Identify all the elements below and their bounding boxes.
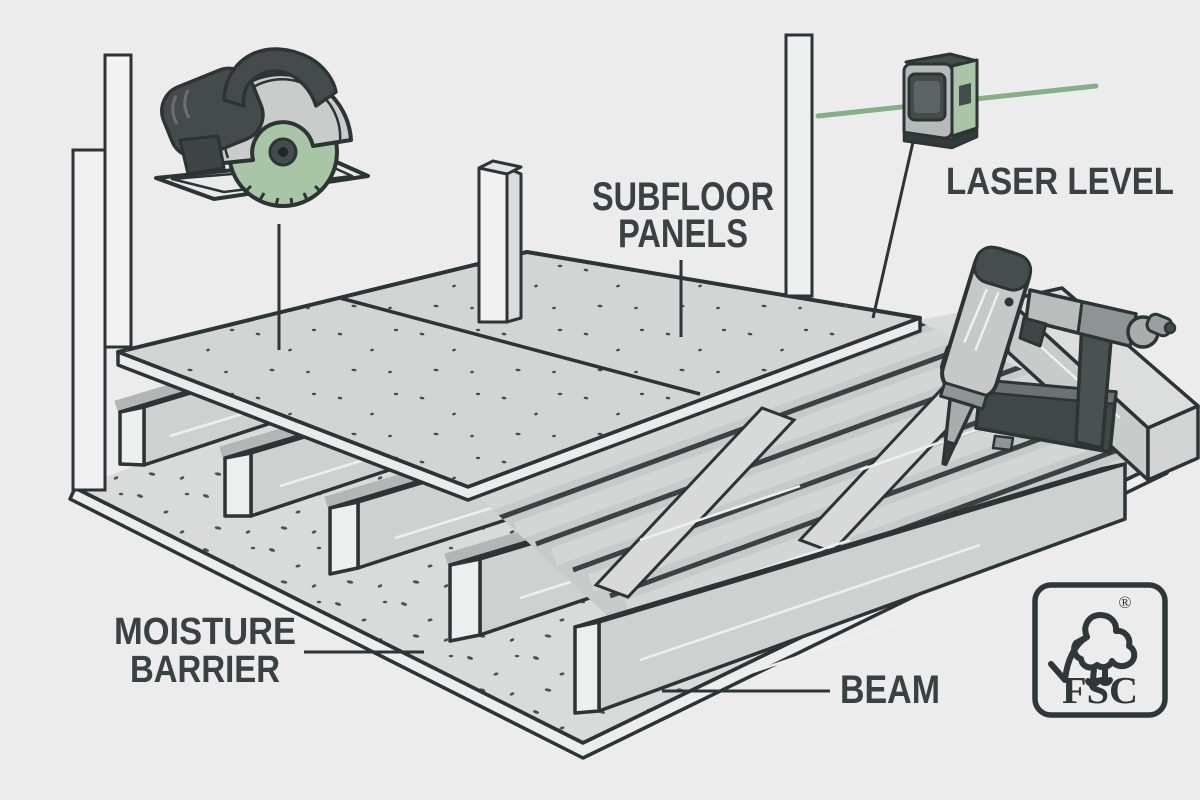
panel-seam xyxy=(339,296,701,396)
saw-blade-teeth xyxy=(244,184,322,206)
laser-level-base xyxy=(902,127,979,150)
label-laser-level: LASER LEVEL xyxy=(946,161,1174,203)
fsc-logo: ® FSC xyxy=(1032,582,1168,718)
circular-saw-icon xyxy=(154,47,370,208)
nailgun-trigger xyxy=(1018,316,1048,348)
fsc-logo-frame xyxy=(1032,582,1168,718)
fsc-tree-check-icon xyxy=(1048,612,1138,687)
label-moisture-barrier-line1: MOISTURE xyxy=(114,611,296,653)
label-moisture-barrier-line2: BARRIER xyxy=(130,649,280,691)
nail-gun-icon xyxy=(939,245,1177,467)
center-post xyxy=(477,159,523,324)
subfloor-panel xyxy=(116,250,922,502)
right-post xyxy=(784,33,814,298)
fsc-logo-text: FSC xyxy=(1062,670,1138,712)
label-beam: BEAM xyxy=(840,668,940,712)
nailgun-body xyxy=(939,245,1033,467)
label-subfloor-panels-line2: PANELS xyxy=(618,212,748,256)
panel-edge-thickness xyxy=(116,316,922,502)
saw-handle xyxy=(222,47,338,108)
wall-stud-short xyxy=(71,148,107,492)
beam-front xyxy=(573,462,1127,715)
fsc-registered-mark: ® xyxy=(1119,593,1132,612)
laser-level-icon xyxy=(902,52,979,150)
wall-studs xyxy=(71,53,133,492)
leader-lines xyxy=(277,141,915,693)
wall-stud-tall xyxy=(103,53,133,349)
leader-laser-level xyxy=(871,141,915,319)
blocking-board-1 xyxy=(593,406,797,599)
label-subfloor-panels-line1: SUBFLOOR xyxy=(592,175,774,219)
